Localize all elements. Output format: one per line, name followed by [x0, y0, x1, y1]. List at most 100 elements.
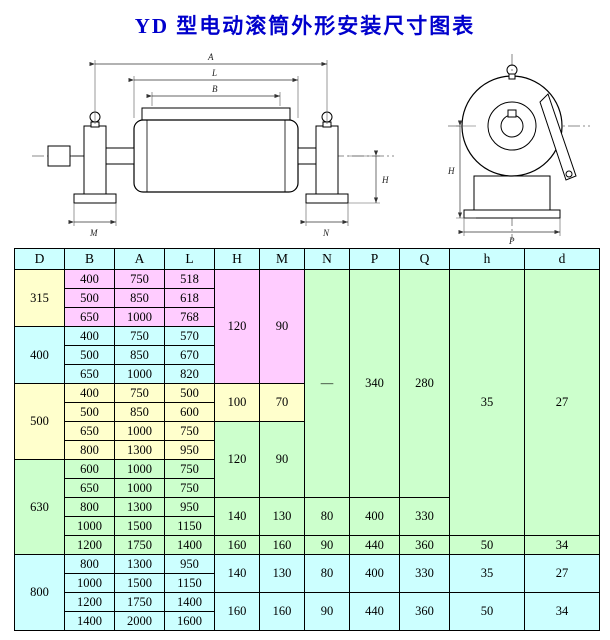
dim-label-l: L — [211, 68, 217, 78]
column-header-M: M — [259, 248, 305, 270]
table-cell: 80 — [304, 554, 350, 593]
table-cell: 400 — [349, 497, 400, 536]
table-cell: 1000 — [114, 364, 165, 384]
table-cell: 650 — [64, 364, 115, 384]
table-cell: 400 — [64, 326, 115, 346]
table-cell: 330 — [399, 554, 450, 593]
table-cell: 400 — [64, 269, 115, 289]
column-header-A: A — [114, 248, 165, 270]
table-cell: 120 — [214, 269, 260, 384]
table-cell: 1000 — [64, 516, 115, 536]
table-cell: 440 — [349, 535, 400, 555]
dim-label-h: H — [447, 166, 455, 176]
table-cell: 360 — [399, 535, 450, 555]
table-cell: 670 — [164, 345, 215, 365]
table-cell: 34 — [524, 592, 600, 631]
table-cell: 1000 — [114, 459, 165, 479]
table-cell: 768 — [164, 307, 215, 327]
table-cell: 518 — [164, 269, 215, 289]
dim-label-h: H — [381, 175, 389, 185]
table-cell: 100 — [214, 383, 260, 422]
table-cell: 1750 — [114, 535, 165, 555]
end-view-drawing: H P — [447, 54, 590, 246]
table-cell: 1500 — [114, 573, 165, 593]
table-cell: 80 — [304, 497, 350, 536]
left-support-bracket — [73, 111, 117, 204]
column-header-N: N — [304, 248, 350, 270]
drum-face — [461, 64, 577, 181]
table-cell: 35 — [449, 269, 525, 536]
column-header-L: L — [164, 248, 215, 270]
table-cell: 1000 — [114, 478, 165, 498]
table-cell: 950 — [164, 497, 215, 517]
table-cell: 500 — [64, 402, 115, 422]
table-cell: 500 — [64, 345, 115, 365]
table-cell: 650 — [64, 307, 115, 327]
table-cell: 120 — [214, 421, 260, 498]
table-cell: 315 — [14, 269, 65, 327]
table-cell: 50 — [449, 592, 525, 631]
table-cell: 1400 — [164, 535, 215, 555]
table-cell: 1000 — [114, 421, 165, 441]
column-header-H: H — [214, 248, 260, 270]
table-cell: 34 — [524, 535, 600, 555]
table-cell: 850 — [114, 288, 165, 308]
dim-label-p: P — [508, 236, 515, 246]
table-cell: 90 — [304, 592, 350, 631]
dim-label-n: N — [322, 228, 330, 238]
table-cell: 750 — [114, 269, 165, 289]
torque-arm — [539, 93, 577, 181]
table-cell: 160 — [259, 592, 305, 631]
table-cell: 500 — [64, 288, 115, 308]
drum-body — [133, 107, 299, 193]
keyway — [507, 109, 517, 118]
table-cell: 400 — [14, 326, 65, 384]
table-cell: 1000 — [64, 573, 115, 593]
column-header-d: d — [524, 248, 600, 270]
table-cell: 160 — [214, 592, 260, 631]
table-cell: 500 — [14, 383, 65, 460]
column-header-P: P — [349, 248, 400, 270]
table-cell: 400 — [64, 383, 115, 403]
table-cell: 1200 — [64, 535, 115, 555]
table-cell: 1150 — [164, 573, 215, 593]
table-cell: 140 — [214, 554, 260, 593]
table-cell: 27 — [524, 554, 600, 593]
table-cell: 750 — [114, 383, 165, 403]
table-cell: 280 — [399, 269, 450, 498]
table-cell: 570 — [164, 326, 215, 346]
table-cell: 140 — [214, 497, 260, 536]
table-cell: 600 — [164, 402, 215, 422]
table-cell: 330 — [399, 497, 450, 536]
table-cell: 35 — [449, 554, 525, 593]
dim-label-a: A — [207, 52, 214, 62]
column-header-D: D — [14, 248, 65, 270]
table-cell: 1300 — [114, 497, 165, 517]
side-view-drawing: A L B H M N — [32, 52, 394, 238]
dimension-lines — [68, 60, 380, 226]
table-cell: 160 — [214, 535, 260, 555]
table-cell: 950 — [164, 440, 215, 460]
table-cell: 27 — [524, 269, 600, 536]
mounting-base — [463, 175, 561, 219]
dimension-lines — [456, 120, 561, 236]
table-cell: 500 — [164, 383, 215, 403]
table-cell: 1400 — [64, 611, 115, 631]
table-cell: 2000 — [114, 611, 165, 631]
dim-label-m: M — [89, 228, 98, 238]
table-cell: 1400 — [164, 592, 215, 612]
table-cell: 800 — [64, 440, 115, 460]
